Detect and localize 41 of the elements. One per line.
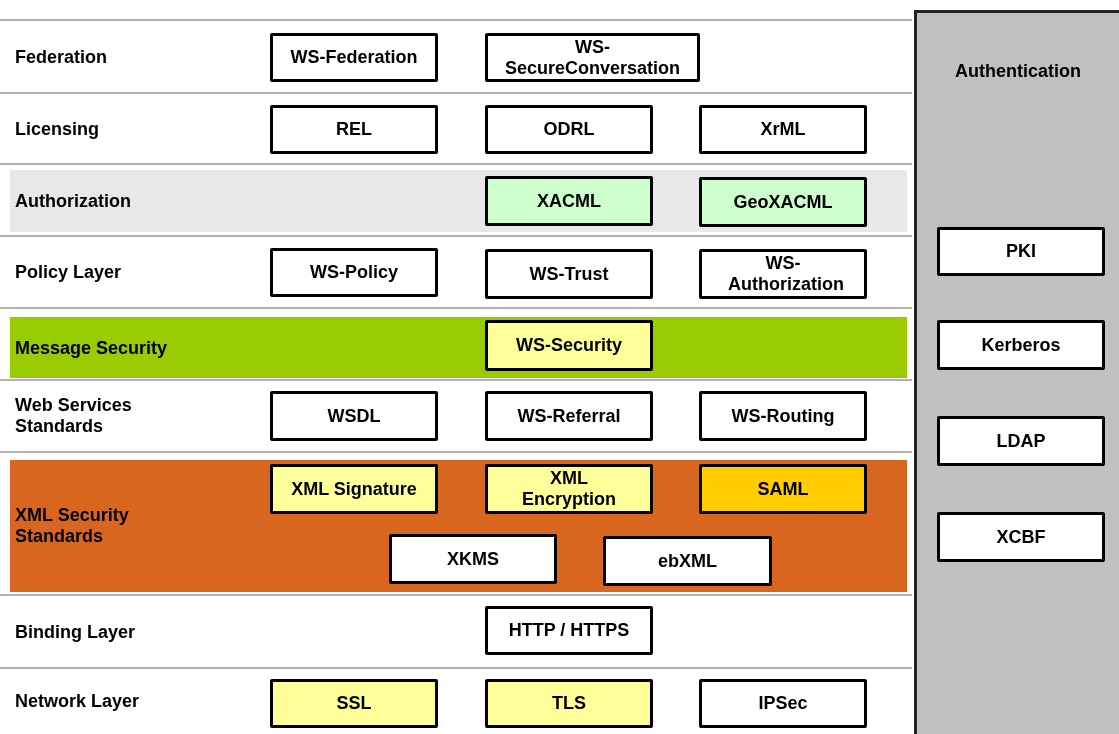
layer-label: Federation	[15, 46, 107, 67]
standard-box: HTTP / HTTPS	[485, 606, 653, 655]
standard-box: IPSec	[699, 679, 867, 728]
layer-label: Web Services Standards	[15, 395, 133, 437]
layer-label: Licensing	[15, 118, 99, 139]
standard-box: WS-SecureConversation	[485, 33, 700, 82]
layer-label: Network Layer	[15, 690, 140, 712]
standard-box: XML Encryption	[485, 464, 653, 514]
layer-band	[10, 317, 907, 378]
standard-box: XKMS	[389, 534, 557, 584]
layer-label: Policy Layer	[15, 261, 122, 283]
side-panel	[914, 10, 1119, 734]
layer-label: XML Security Standards	[15, 505, 130, 547]
standard-box: WS-Routing	[699, 391, 867, 441]
standard-box: WS-Trust	[485, 249, 653, 299]
standard-box: WS-Referral	[485, 391, 653, 441]
layer-label: Message Security	[15, 337, 168, 358]
layer-label: Authorization	[15, 190, 131, 212]
standard-box: SAML	[699, 464, 867, 514]
standard-box: XACML	[485, 176, 653, 226]
standard-box: WS-Security	[485, 320, 653, 371]
panel-title: Authentication	[954, 61, 1082, 82]
standard-box: XML Signature	[270, 464, 438, 514]
layer-band	[10, 460, 907, 592]
standard-box: GeoXACML	[699, 177, 867, 227]
standard-box: LDAP	[937, 416, 1105, 466]
standard-box: Kerberos	[937, 320, 1105, 370]
layer-label: Binding Layer	[15, 621, 135, 642]
standard-box: WS-Federation	[270, 33, 438, 82]
standard-box: WS-Authorization	[699, 249, 867, 299]
standard-box: SSL	[270, 679, 438, 728]
standard-box: ODRL	[485, 105, 653, 154]
standard-box: WSDL	[270, 391, 438, 441]
standard-box: ebXML	[603, 536, 772, 586]
standard-box: PKI	[937, 227, 1105, 276]
standard-box: XCBF	[937, 512, 1105, 562]
standard-box: XrML	[699, 105, 867, 154]
standard-box: WS-Policy	[270, 248, 438, 297]
standard-box: REL	[270, 105, 438, 154]
layer-band	[10, 170, 907, 232]
standard-box: TLS	[485, 679, 653, 728]
